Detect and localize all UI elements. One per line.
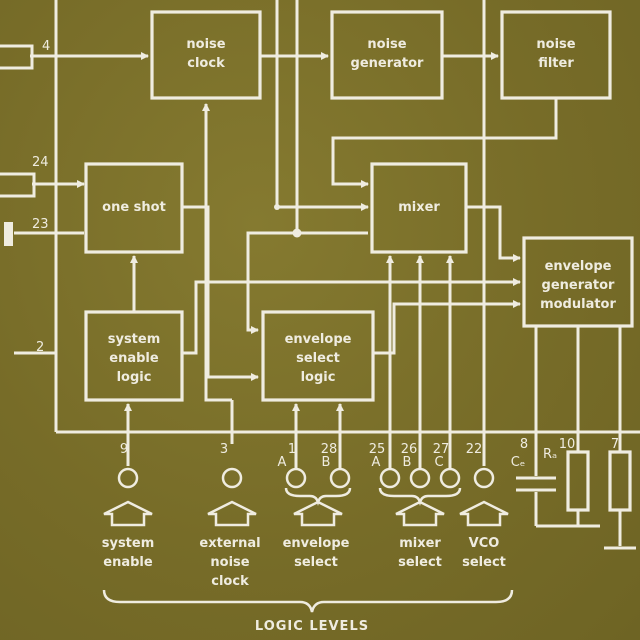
pin-group-brackets (284, 487, 462, 506)
input-labels: system enable external noise clock envel… (102, 536, 506, 589)
up-arrow-icon (293, 500, 343, 527)
external-components: Cₑ Rₐ (511, 432, 636, 550)
block-label: logic (117, 370, 152, 385)
block-label: enable (109, 351, 159, 366)
pin-label: 7 (611, 437, 619, 452)
block-label: noise (186, 37, 225, 52)
block-envelope-generator-modulator: envelope generator modulator (522, 236, 634, 328)
block-label: clock (187, 56, 225, 71)
block-label: generator (542, 278, 616, 293)
block-noise-filter: noise filter (500, 10, 612, 100)
input-terminals (117, 467, 495, 489)
block-label: filter (538, 56, 574, 71)
pin-letter: A (372, 455, 381, 470)
input-label: select (398, 555, 442, 570)
pin-label: 25 (369, 442, 386, 457)
signal-wires (14, 52, 622, 444)
input-label: mixer (399, 536, 441, 551)
input-label: clock (211, 574, 249, 589)
input-label: enable (103, 555, 153, 570)
pin-label: 23 (32, 217, 49, 232)
input-label: select (294, 555, 338, 570)
left-pin-stubs (0, 44, 36, 246)
block-label: noise (536, 37, 575, 52)
block-noise-clock: noise clock (150, 10, 262, 100)
input-label: VCO (469, 536, 500, 551)
block-envelope-select-logic: envelope select logic (261, 310, 375, 402)
pin-label: 26 (401, 442, 418, 457)
block-label: one shot (102, 200, 166, 215)
input-arrow-icons (103, 500, 509, 527)
up-arrow-icon (395, 500, 445, 527)
junction-dots (274, 204, 302, 238)
pin-label: 24 (32, 155, 49, 170)
block-label: generator (351, 56, 425, 71)
block-label: select (296, 351, 340, 366)
pin-label: 22 (466, 442, 483, 457)
pin-label: 27 (433, 442, 450, 457)
block-noise-generator: noise generator (330, 10, 444, 100)
pin-label: 10 (559, 437, 576, 452)
block-label: noise (367, 37, 406, 52)
block-label: system (108, 332, 161, 347)
pin-label: 4 (42, 39, 50, 54)
capacitor-label: Cₑ (511, 455, 526, 470)
bottom-pin-numbers: 9 3 1 28 25 26 27 22 8 10 7 (120, 437, 619, 457)
input-label: select (462, 555, 506, 570)
input-label: noise (210, 555, 249, 570)
up-arrow-icon (459, 500, 509, 527)
pin-label: 1 (288, 442, 296, 457)
pin-letters: A B A B C (278, 455, 444, 470)
resistor-label: Rₐ (543, 447, 557, 462)
block-label: envelope (545, 259, 612, 274)
mixer-select-wires (124, 255, 486, 470)
pin-letter: A (278, 455, 287, 470)
block-one-shot: one shot (84, 162, 184, 254)
input-label: external (199, 536, 260, 551)
pin-letter: B (403, 455, 412, 470)
block-label: logic (301, 370, 336, 385)
pin-label: 9 (120, 442, 128, 457)
pin-label: 2 (36, 340, 44, 355)
pin-label: 8 (520, 437, 528, 452)
block-label: mixer (398, 200, 440, 215)
pin-label: 28 (321, 442, 338, 457)
logic-levels-caption: LOGIC LEVELS (255, 619, 369, 634)
block-mixer: mixer (370, 162, 468, 254)
left-pin-numbers: 4 24 23 2 (32, 39, 50, 355)
input-label: system (102, 536, 155, 551)
logic-levels-bracket (102, 589, 514, 613)
pin-letter: B (322, 455, 331, 470)
pin-letter: C (434, 455, 443, 470)
block-label: modulator (540, 297, 616, 312)
pin-label: 3 (220, 442, 228, 457)
block-label: envelope (285, 332, 352, 347)
block-system-enable-logic: system enable logic (84, 310, 184, 402)
up-arrow-icon (103, 500, 153, 527)
input-label: envelope (283, 536, 350, 551)
up-arrow-icon (207, 500, 257, 527)
bus-lines (54, 0, 640, 434)
